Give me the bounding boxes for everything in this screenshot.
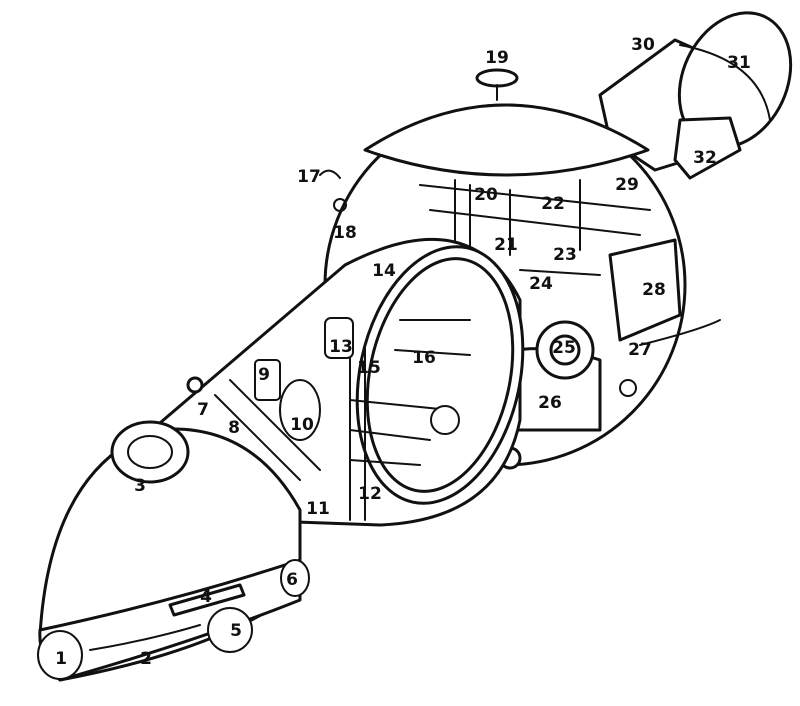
callout-22: 22 xyxy=(541,194,565,214)
callout-30: 30 xyxy=(631,35,655,55)
callout-29: 29 xyxy=(615,175,639,195)
callout-4: 4 xyxy=(200,587,212,607)
callout-10: 10 xyxy=(290,415,314,435)
callout-25: 25 xyxy=(552,338,576,358)
callout-19: 19 xyxy=(485,48,509,68)
callout-27: 27 xyxy=(628,340,652,360)
callout-7: 7 xyxy=(197,400,209,420)
callout-32: 32 xyxy=(693,148,717,168)
callout-23: 23 xyxy=(553,245,577,265)
callout-11: 11 xyxy=(306,499,330,519)
callout-21: 21 xyxy=(494,235,518,255)
callout-8: 8 xyxy=(228,418,240,438)
callout-1: 1 xyxy=(55,649,67,669)
callout-24: 24 xyxy=(529,274,553,294)
callout-13: 13 xyxy=(329,337,353,357)
callout-12: 12 xyxy=(358,484,382,504)
callout-28: 28 xyxy=(642,280,666,300)
callout-5: 5 xyxy=(230,621,242,641)
callout-17: 17 xyxy=(297,167,321,187)
callout-6: 6 xyxy=(286,570,298,590)
callout-31: 31 xyxy=(727,53,751,73)
callout-26: 26 xyxy=(538,393,562,413)
callout-2: 2 xyxy=(140,649,152,669)
callout-15: 15 xyxy=(357,358,381,378)
callout-labels: 1 2 3 4 5 6 7 8 9 10 11 12 13 14 15 16 1… xyxy=(55,35,751,669)
callout-3: 3 xyxy=(134,476,146,496)
callout-9: 9 xyxy=(258,365,270,385)
rear-module xyxy=(598,11,793,180)
callout-18: 18 xyxy=(333,223,357,243)
callout-14: 14 xyxy=(372,261,396,281)
descent-module xyxy=(37,420,310,682)
callout-16: 16 xyxy=(412,348,436,368)
callout-20: 20 xyxy=(474,185,498,205)
